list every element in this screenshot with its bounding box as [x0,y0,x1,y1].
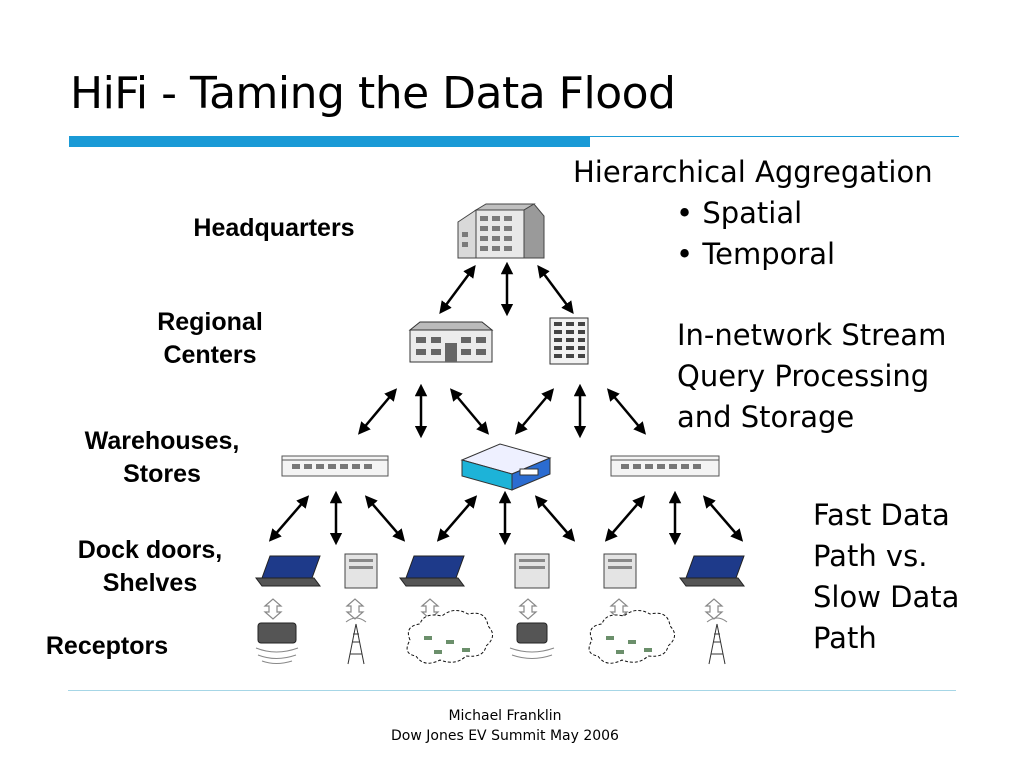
arrow-hq-left [439,264,476,315]
laptop-icon [679,555,745,587]
sensor-cloud-icon [588,610,675,664]
rfid-reader-icon [255,622,299,664]
regional-tower-icon [549,317,589,365]
label-warehouses-stores: Warehouses, Stores [84,427,240,488]
server-icon [344,553,378,589]
warehouse-icon [610,455,720,477]
warehouse-icon [281,455,389,477]
arrows-regional-to-warehouses [357,383,647,439]
arrows-warehouses-to-dock [268,490,744,546]
store-server-icon [460,443,552,491]
sensor-cloud-icon [406,610,493,664]
arrow-hq-right [537,264,574,315]
title-accent-line [590,136,959,137]
laptop-icon [399,555,465,587]
rfid-reader-icon [509,622,555,659]
server-icon [514,553,550,589]
laptop-icon [255,555,321,587]
stream-processing-note: In-network Stream Query Processing and S… [677,318,947,434]
label-headquarters: Headquarters [193,214,355,242]
label-receptors: Receptors [45,632,169,660]
regional-building-icon [408,321,494,363]
label-regional-centers: Regional Centers [157,308,263,369]
bullet-temporal: • Temporal [676,237,836,271]
label-dock-doors-shelves: Dock doors, Shelves [77,536,223,597]
slide-title: HiFi - Taming the Data Flood [70,68,676,119]
footer-divider [68,690,956,691]
footer-event: Dow Jones EV Summit May 2006 [391,728,619,744]
antenna-tower-icon [345,617,367,665]
data-path-note: Fast Data Path vs. Slow Data Path [813,498,960,655]
footer-author: Michael Franklin [448,708,562,724]
hollow-link-arrows [263,598,724,620]
server-icon [603,553,637,589]
bullet-spatial: • Spatial [676,196,803,230]
aggregation-heading: Hierarchical Aggregation [573,155,933,189]
title-accent-bar [69,136,590,147]
antenna-tower-icon [706,617,728,665]
office-building-icon [457,203,545,259]
